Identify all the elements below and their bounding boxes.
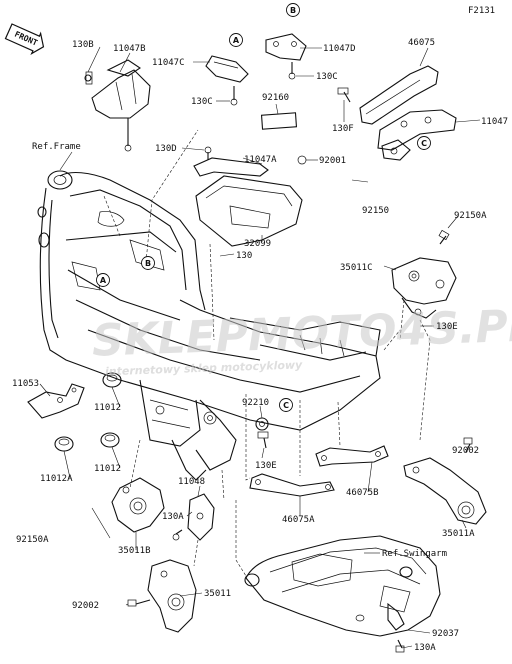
bracket-35011A — [403, 437, 487, 525]
bracket-11053 — [27, 383, 85, 419]
label-46075A: 46075A — [282, 515, 315, 525]
label-11053: 11053 — [12, 379, 39, 389]
label-35011A: 35011A — [442, 529, 475, 539]
svg-text:B: B — [145, 259, 151, 268]
label-130B: 130B — [72, 40, 94, 50]
label-11012A: 11012A — [40, 474, 73, 484]
label-35011B: 35011B — [118, 546, 151, 556]
label-11047-right: 11047 — [481, 117, 508, 127]
bracket-11047D — [265, 33, 307, 80]
label-130E-right: 130E — [436, 322, 458, 332]
label-32099: 32099 — [244, 239, 271, 249]
svg-text:A: A — [233, 36, 240, 45]
front-arrow-icon — [4, 23, 45, 56]
label-11047D: 11047D — [323, 44, 356, 54]
label-11012-a: 11012 — [94, 403, 121, 413]
label-92001: 92001 — [319, 156, 346, 166]
label-130C-right: 130C — [316, 72, 338, 82]
label-46075B: 46075B — [346, 488, 379, 498]
collar-92210 — [255, 417, 269, 431]
pad-92160 — [260, 112, 298, 130]
svg-text:A: A — [100, 276, 107, 285]
callout-a-frame: A — [96, 273, 110, 287]
bracket-35011C — [391, 229, 457, 319]
label-92160: 92160 — [262, 93, 289, 103]
bracket-11047B — [84, 59, 151, 152]
callout-c-frame: C — [279, 398, 293, 412]
label-11047B: 11047B — [113, 44, 146, 54]
bracket-11047C — [205, 55, 249, 106]
label-46075: 46075 — [408, 38, 435, 48]
grommet-11012-b — [100, 432, 120, 448]
label-130D: 130D — [155, 144, 177, 154]
tray-32099 — [193, 146, 307, 247]
label-11047C: 11047C — [152, 58, 185, 68]
label-92150A-top: 92150A — [454, 211, 487, 221]
callout-b-top: B — [286, 3, 300, 17]
svg-text:C: C — [283, 401, 289, 410]
frame-drawing — [37, 170, 381, 481]
callout-c-top: C — [417, 136, 431, 150]
swingarm-drawing — [244, 535, 441, 653]
label-92150A-bottom: 92150A — [16, 535, 49, 545]
watermark-main: SKLEPMOTO4S.PL — [91, 300, 512, 366]
label-11012-b: 11012 — [94, 464, 121, 474]
leader-lines — [39, 46, 481, 649]
label-92037: 92037 — [432, 629, 459, 639]
label-130A-mid: 130A — [162, 512, 184, 522]
svg-text:B: B — [290, 6, 296, 15]
callout-b-frame: B — [141, 256, 155, 270]
bracket-35011B — [111, 477, 165, 533]
ref-frame-label: Ref.Frame — [32, 142, 81, 152]
label-130A-bottom: 130A — [414, 643, 436, 653]
stay-46075A — [249, 473, 335, 497]
bracket-11048 — [172, 493, 215, 541]
label-11047A: 11047A — [244, 155, 277, 165]
label-92002-left: 92002 — [72, 601, 99, 611]
label-92210: 92210 — [242, 398, 269, 408]
label-130E-mid: 130E — [255, 461, 277, 471]
callout-a-top: A — [229, 33, 243, 47]
ref-swingarm-label: Ref.Swingarm — [382, 549, 447, 559]
label-35011: 35011 — [204, 589, 231, 599]
label-130F: 130F — [332, 124, 354, 134]
bracket-35011 — [127, 559, 197, 633]
label-130C-left: 130C — [191, 97, 213, 107]
label-130: 130 — [236, 251, 252, 261]
label-92002-right: 92002 — [452, 446, 479, 456]
label-11048: 11048 — [178, 477, 205, 487]
label-35011C: 35011C — [340, 263, 373, 273]
svg-text:C: C — [421, 139, 427, 148]
grab-rail-46075 — [337, 65, 457, 161]
label-92150: 92150 — [362, 206, 389, 216]
diagram-code: F2131 — [468, 6, 495, 16]
stay-46075B — [315, 445, 389, 467]
